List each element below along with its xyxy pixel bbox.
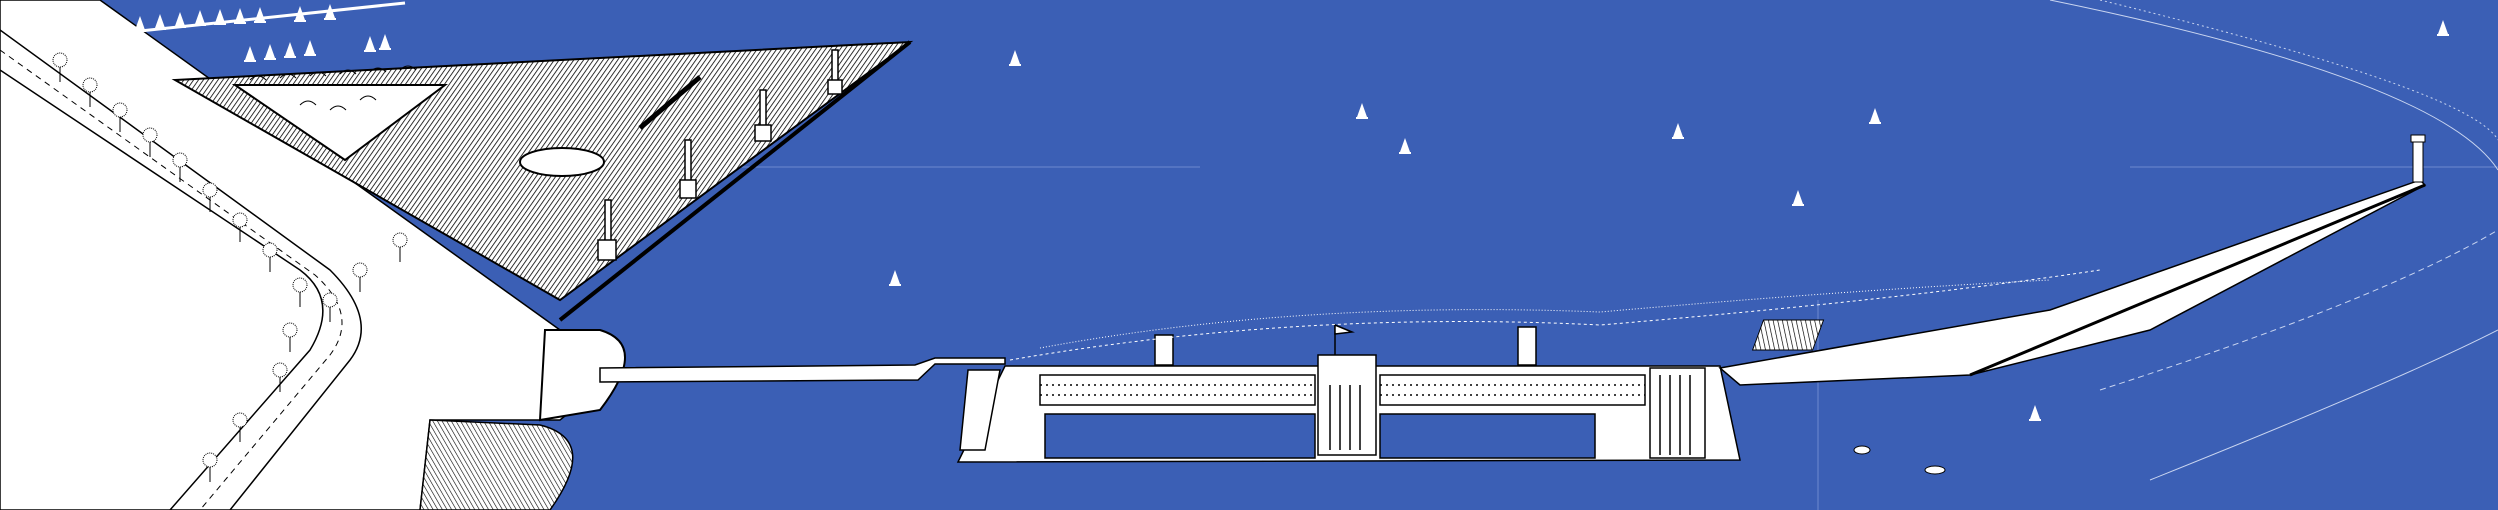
canopy-oval bbox=[519, 147, 605, 177]
fountain-plaza bbox=[1751, 319, 1825, 351]
lighthouse-icon bbox=[2410, 134, 2426, 183]
lower-crescent bbox=[419, 419, 574, 510]
wave-trail-2 bbox=[1039, 279, 2051, 349]
breakwater bbox=[1718, 179, 2427, 386]
mooring-pier bbox=[54, 1, 406, 42]
breakwater-edge bbox=[1969, 183, 2426, 377]
plaza-edge bbox=[558, 40, 912, 322]
wave-trail bbox=[1009, 269, 2101, 361]
boat bbox=[1853, 445, 1871, 455]
road bbox=[0, 29, 362, 510]
pier-complex bbox=[956, 323, 1741, 463]
footbridge bbox=[599, 357, 1006, 383]
grove bbox=[231, 84, 448, 162]
central-pavilion bbox=[1317, 354, 1377, 456]
bastion bbox=[538, 329, 626, 422]
boat bbox=[1924, 465, 1946, 475]
flag-icon bbox=[1334, 323, 1355, 335]
monuments bbox=[597, 49, 843, 261]
road-center-line bbox=[0, 49, 343, 510]
bench-bar bbox=[638, 75, 702, 130]
grove-trees bbox=[249, 65, 417, 111]
